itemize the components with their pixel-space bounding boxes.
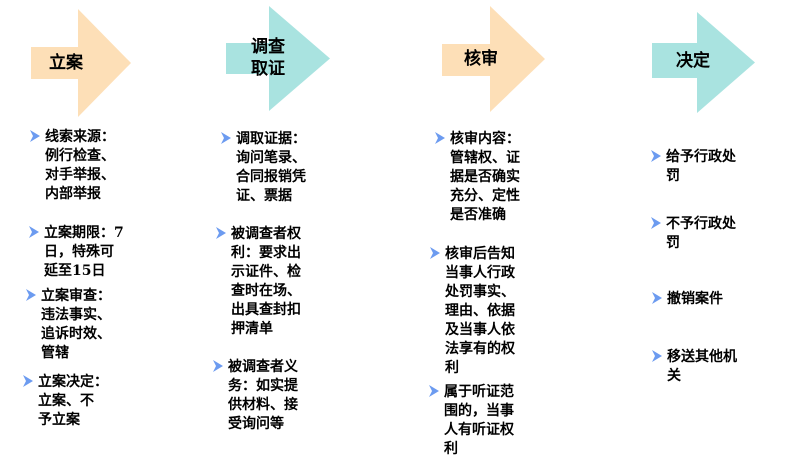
step-label-line: 决定 bbox=[676, 51, 710, 71]
bullet-text-line: 合同报销凭 bbox=[236, 169, 306, 185]
arrow-bullet-icon bbox=[652, 350, 662, 362]
bullet-text-line: 违法事实、 bbox=[41, 307, 111, 323]
step-label: 立案 bbox=[49, 52, 83, 74]
arrow-bullet-icon bbox=[651, 150, 661, 162]
step-arrow-2: 调查取证 bbox=[226, 6, 330, 111]
arrow-bullet-icon bbox=[23, 375, 33, 387]
bullet-text-line: 关 bbox=[667, 368, 681, 384]
bullet-text-line: 被调查者义 bbox=[228, 359, 298, 375]
arrow-shape bbox=[31, 9, 131, 117]
bullet-text-line: 不予行政处 bbox=[666, 216, 736, 232]
step-label-line: 立案 bbox=[49, 53, 83, 73]
bullet-text-line: 示证件、检 bbox=[231, 264, 301, 280]
bullet-text-line: 给予行政处 bbox=[666, 149, 736, 165]
bullet-item: 核审内容： 管辖权、证据是否确实充分、定性是否准确 bbox=[435, 130, 520, 225]
bullet-text-line: 利 bbox=[445, 360, 459, 376]
bullet-text-line: 押清单 bbox=[231, 321, 273, 337]
bullet-text-line: 罚 bbox=[666, 235, 680, 251]
bullet-item: 属于听证范围的，当事人有听证权利 bbox=[429, 383, 514, 459]
step-arrow-4: 决定 bbox=[652, 12, 755, 113]
bullet-item: 给予行政处罚 bbox=[651, 148, 736, 186]
step-label: 核审 bbox=[464, 48, 498, 70]
arrow-bullet-icon bbox=[26, 289, 36, 301]
bullet-text-line: 延至15日 bbox=[44, 263, 106, 279]
step-label-line: 核审 bbox=[464, 49, 498, 69]
arrow-shape bbox=[652, 12, 755, 113]
arrow-shape bbox=[442, 6, 545, 112]
bullet-text-line: 立案决定： bbox=[38, 374, 108, 390]
step-arrow-1: 立案 bbox=[31, 9, 131, 117]
bullet-text-line: 立案审查： bbox=[41, 288, 111, 304]
bullet-text-line: 予立案 bbox=[38, 412, 80, 428]
arrow-shape bbox=[226, 6, 330, 111]
bullet-text-line: 是否准确 bbox=[450, 207, 506, 223]
bullet-text-line: 理由、依据 bbox=[445, 303, 515, 319]
bullet-text-line: 当事人行政 bbox=[445, 265, 515, 281]
bullet-text-line: 务：如实提 bbox=[228, 378, 298, 394]
bullet-text-line: 管辖权、证 bbox=[450, 150, 520, 166]
bullet-item: 核审后告知当事人行政处罚事实、理由、依据及当事人依法享有的权利 bbox=[430, 245, 515, 378]
bullet-text-line: 出具查封扣 bbox=[231, 302, 301, 318]
step-label-line: 调查 bbox=[251, 37, 285, 57]
bullet-text-line: 处罚事实、 bbox=[445, 284, 515, 300]
bullet-text-line: 围的，当事 bbox=[444, 403, 514, 419]
step-label: 决定 bbox=[676, 50, 710, 72]
bullet-text-line: 查时在场、 bbox=[231, 283, 301, 299]
bullet-text-line: 线索来源： bbox=[45, 129, 115, 145]
step-label: 调查取证 bbox=[251, 36, 285, 80]
bullet-text-line: 受询问等 bbox=[228, 416, 284, 432]
bullet-item: 撤销案件 bbox=[652, 290, 723, 309]
bullet-text-line: 法享有的权 bbox=[445, 341, 515, 357]
bullet-item: 立案期限：7 日，特殊可延至15日 bbox=[29, 224, 124, 281]
bullet-text-line: 对手举报、 bbox=[45, 167, 115, 183]
arrow-bullet-icon bbox=[430, 247, 440, 259]
arrow-bullet-icon bbox=[435, 132, 445, 144]
arrow-bullet-icon bbox=[216, 227, 226, 239]
bullet-text-line: 利：要求出 bbox=[231, 245, 301, 261]
bullet-text-line: 供材料、接 bbox=[228, 397, 298, 413]
bullet-text-line: 罚 bbox=[666, 168, 680, 184]
bullet-text-line: 日，特殊可 bbox=[44, 244, 114, 260]
bullet-text-line: 属于听证范 bbox=[444, 384, 514, 400]
bullet-text-line: 据是否确实 bbox=[450, 169, 520, 185]
bullet-text-line: 被调查者权 bbox=[231, 226, 301, 242]
bullet-text-line: 管辖 bbox=[41, 345, 69, 361]
arrow-bullet-icon bbox=[429, 385, 439, 397]
arrow-bullet-icon bbox=[652, 292, 662, 304]
arrow-bullet-icon bbox=[221, 132, 231, 144]
bullet-text-line: 核审内容： bbox=[450, 131, 520, 147]
bullet-item: 移送其他机关 bbox=[652, 348, 737, 386]
bullet-text-line: 人有听证权 bbox=[444, 422, 514, 438]
bullet-text-line: 移送其他机 bbox=[667, 349, 737, 365]
bullet-item: 立案审查： 违法事实、追诉时效、管辖 bbox=[26, 287, 111, 363]
bullet-item: 线索来源： 例行检查、对手举报、内部举报 bbox=[30, 128, 115, 204]
bullet-text-line: 立案、不 bbox=[38, 393, 94, 409]
bullet-text-line: 核审后告知 bbox=[445, 246, 515, 262]
step-arrow-3: 核审 bbox=[442, 6, 545, 112]
bullet-text-line: 询问笔录、 bbox=[236, 150, 306, 166]
bullet-text-line: 利 bbox=[444, 441, 458, 457]
bullet-item: 立案决定： 立案、不予立案 bbox=[23, 373, 108, 430]
bullet-text-line: 撤销案件 bbox=[667, 291, 723, 307]
bullet-text-line: 充分、定性 bbox=[450, 188, 520, 204]
bullet-item: 不予行政处罚 bbox=[651, 215, 736, 253]
bullet-text-line: 调取证据： bbox=[236, 131, 306, 147]
arrow-bullet-icon bbox=[651, 217, 661, 229]
arrow-bullet-icon bbox=[29, 226, 39, 238]
bullet-text-line: 内部举报 bbox=[45, 186, 101, 202]
bullet-text-line: 例行检查、 bbox=[45, 148, 115, 164]
arrow-bullet-icon bbox=[30, 130, 40, 142]
bullet-text-line: 证、票据 bbox=[236, 188, 292, 204]
bullet-text-line: 追诉时效、 bbox=[41, 326, 111, 342]
bullet-item: 被调查者义务：如实提供材料、接受询问等 bbox=[213, 358, 298, 434]
step-label-line: 取证 bbox=[251, 59, 285, 79]
bullet-item: 被调查者权利：要求出示证件、检查时在场、出具查封扣押清单 bbox=[216, 225, 301, 339]
bullet-text-line: 立案期限：7 bbox=[44, 225, 124, 241]
bullet-item: 调取证据： 询问笔录、合同报销凭证、票据 bbox=[221, 130, 306, 206]
bullet-text-line: 及当事人依 bbox=[445, 322, 515, 338]
arrow-bullet-icon bbox=[213, 360, 223, 372]
